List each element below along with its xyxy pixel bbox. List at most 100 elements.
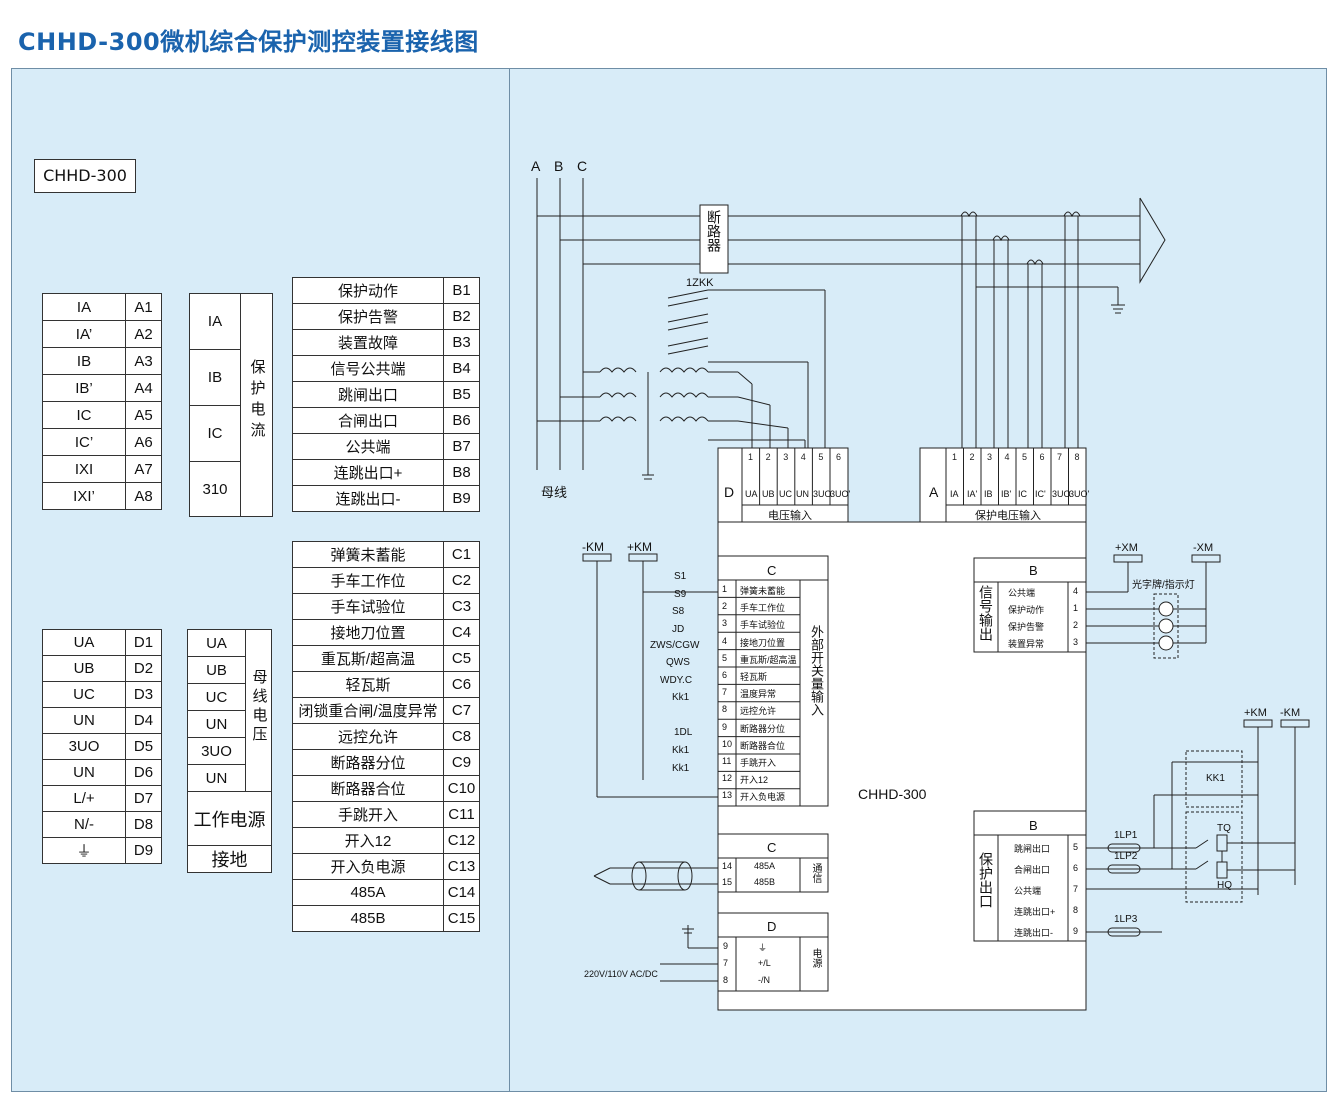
c-inputs-letter: C bbox=[767, 563, 777, 578]
current-group-label: 保护电流 bbox=[240, 293, 273, 517]
current-item: IB bbox=[189, 349, 241, 406]
b-out-text: 跳闸出口 bbox=[1014, 844, 1051, 854]
a-terminal-number: 1 bbox=[952, 452, 957, 462]
d-power-num: 7 bbox=[723, 958, 729, 968]
d-terminal-number: 2 bbox=[766, 452, 771, 462]
c-comm-num: 14 bbox=[722, 861, 733, 871]
c-input-num: 11 bbox=[722, 756, 732, 766]
terminal-c-row-code: C3 bbox=[443, 593, 480, 620]
terminal-a-row-name: IXI’ bbox=[42, 482, 126, 510]
b-out-text: 连跳出口- bbox=[1014, 928, 1053, 938]
b-out-text: 合闸出口 bbox=[1014, 865, 1051, 875]
terminal-c-row-name: 断路器分位 bbox=[292, 749, 444, 776]
terminal-c-row-name: 手车试验位 bbox=[292, 593, 444, 620]
b-signal-text: 公共端 bbox=[1008, 588, 1036, 598]
terminal-a-row: IB’A4 bbox=[42, 374, 162, 402]
terminal-b-row-code: B8 bbox=[443, 459, 480, 486]
a-terminal-label: IA' bbox=[967, 489, 978, 499]
voltage-group-label: 母线电压 bbox=[245, 629, 272, 792]
phase-c-label: C bbox=[577, 158, 588, 174]
c-comm-text: 485B bbox=[754, 877, 776, 887]
terminal-a-row: IXI’A8 bbox=[42, 482, 162, 510]
d-power-num: 9 bbox=[723, 941, 729, 951]
c-input-num: 6 bbox=[722, 670, 728, 680]
d-terminal-number: 4 bbox=[801, 452, 806, 462]
d-terminal-number: 5 bbox=[818, 452, 823, 462]
contact-label: ZWS/CGW bbox=[650, 640, 700, 651]
a-block-label: 保护电压输入 bbox=[975, 510, 1041, 522]
ground-label: 接地 bbox=[187, 845, 272, 873]
d-power-text: -/N bbox=[758, 975, 770, 985]
b-signal-text: 装置异常 bbox=[1008, 639, 1045, 649]
terminal-d-row-name: L/+ bbox=[42, 785, 126, 812]
b-out-num: 8 bbox=[1073, 905, 1079, 915]
c-input-text: 接地刀位置 bbox=[740, 637, 786, 648]
km-neg-label: -KM bbox=[582, 540, 604, 554]
km2-neg-label: -KM bbox=[1280, 707, 1301, 719]
phase-b-label: B bbox=[554, 158, 564, 174]
lamps-label: 光字牌/指示灯 bbox=[1132, 580, 1195, 591]
c-input-num: 5 bbox=[722, 652, 728, 663]
terminal-c-row-name: 远控允许 bbox=[292, 723, 444, 750]
terminal-d-row-name: UC bbox=[42, 681, 126, 708]
c-input-num: 4 bbox=[722, 635, 728, 646]
terminal-c-row-code: C1 bbox=[443, 541, 480, 568]
c-input-num: 12 bbox=[722, 773, 733, 784]
b-out-label: 保护出口 bbox=[978, 852, 994, 908]
d-terminal-label: UN bbox=[796, 489, 809, 499]
xm-neg-label: -XM bbox=[1193, 542, 1214, 554]
a-terminal-number: 3 bbox=[987, 452, 992, 462]
terminal-c-row-name: 重瓦斯/超高温 bbox=[292, 645, 444, 672]
contact-label: 1DL bbox=[674, 727, 693, 738]
a-terminal-label: 3UO bbox=[1052, 489, 1071, 499]
contact-label: JD bbox=[672, 624, 685, 635]
c-input-num: 8 bbox=[722, 704, 728, 715]
tq-label: TQ bbox=[1217, 823, 1231, 834]
terminal-c-row-code: C6 bbox=[443, 671, 480, 698]
voltage-item: UN bbox=[187, 764, 246, 792]
c-input-num: 3 bbox=[722, 618, 728, 629]
voltage-item: UB bbox=[187, 656, 246, 684]
terminal-a-row-name: IC’ bbox=[42, 428, 126, 456]
page-title: CHHD-300微机综合保护测控装置接线图 bbox=[18, 28, 479, 56]
c-input-num: 1 bbox=[722, 584, 728, 594]
c-input-text: 开入负电源 bbox=[740, 792, 786, 803]
terminal-a-row-code: A2 bbox=[125, 320, 162, 348]
terminal-b-row-code: B9 bbox=[443, 485, 480, 512]
b-signal-label: 信号输出 bbox=[978, 585, 994, 641]
d-power-letter: D bbox=[767, 919, 777, 934]
terminal-d-row-code: D6 bbox=[125, 759, 162, 786]
contact-label: S8 bbox=[672, 606, 685, 617]
busbar-label: 母线 bbox=[541, 485, 568, 500]
d-power-num: 8 bbox=[723, 975, 729, 985]
terminal-c-row-name: 485A bbox=[292, 879, 444, 906]
terminal-d-row: L/+D7 bbox=[42, 785, 162, 812]
a-terminal-number: 8 bbox=[1075, 452, 1080, 462]
terminal-a-row-code: A5 bbox=[125, 401, 162, 429]
b-out-letter: B bbox=[1029, 818, 1038, 833]
terminal-a-row-code: A1 bbox=[125, 293, 162, 321]
device-model-label: CHHD-300 bbox=[858, 786, 927, 802]
km-pos-label: +KM bbox=[627, 540, 653, 554]
c-input-num: 7 bbox=[722, 687, 728, 698]
a-block-letter: A bbox=[929, 484, 939, 500]
terminal-c-row-name: 485B bbox=[292, 905, 444, 932]
terminal-c-row-code: C7 bbox=[443, 697, 480, 724]
board-divider bbox=[509, 68, 510, 1092]
lp3-label: 1LP3 bbox=[1114, 914, 1138, 925]
d-terminal-label: 3UO' bbox=[830, 489, 851, 499]
d-block-label: 电压输入 bbox=[768, 510, 812, 522]
c-input-text: 弹簧未蓄能 bbox=[740, 586, 786, 596]
terminal-d-row: ⏚D9 bbox=[42, 837, 162, 864]
terminal-b-row-code: B2 bbox=[443, 303, 480, 330]
